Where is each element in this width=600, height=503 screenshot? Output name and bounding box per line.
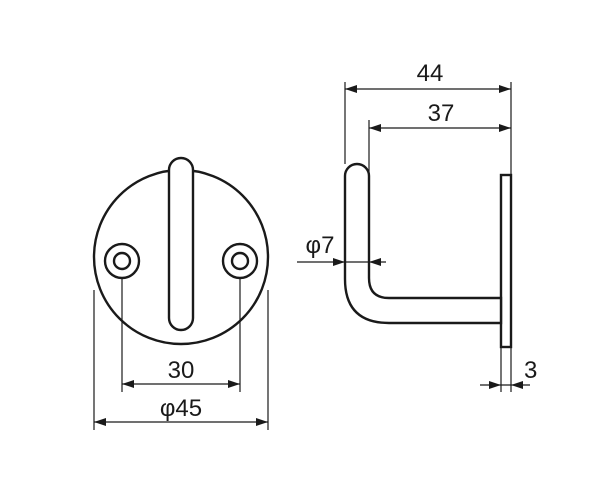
front-view: 30 φ45 <box>92 156 270 430</box>
dim-hole-spacing: 30 <box>121 278 241 392</box>
rod-diameter-label: φ7 <box>306 232 335 259</box>
hole-spacing-label: 30 <box>168 357 195 384</box>
hook-rod-side <box>343 162 503 325</box>
screw-hole-left-outer <box>103 242 141 280</box>
side-view: 44 37 φ7 3 <box>297 60 537 392</box>
dim-plate-thickness: 3 <box>480 347 537 392</box>
plate-diameter-label: φ45 <box>160 395 202 422</box>
plate-thickness-label: 3 <box>524 357 537 384</box>
dim-rod-diameter: φ7 <box>297 232 386 266</box>
screw-hole-right-outer <box>221 242 259 280</box>
dim-overall-depth: 44 <box>344 60 512 175</box>
dim-plate-diameter: φ45 <box>93 290 269 430</box>
mounting-plate-side <box>499 173 513 349</box>
overall-depth-label: 44 <box>417 60 444 87</box>
dim-arm-length: 37 <box>368 100 511 176</box>
screw-hole-left-inner <box>112 251 132 271</box>
screw-hole-right-inner <box>230 251 250 271</box>
hook-rod-front <box>167 156 195 332</box>
arm-length-label: 37 <box>428 100 455 127</box>
